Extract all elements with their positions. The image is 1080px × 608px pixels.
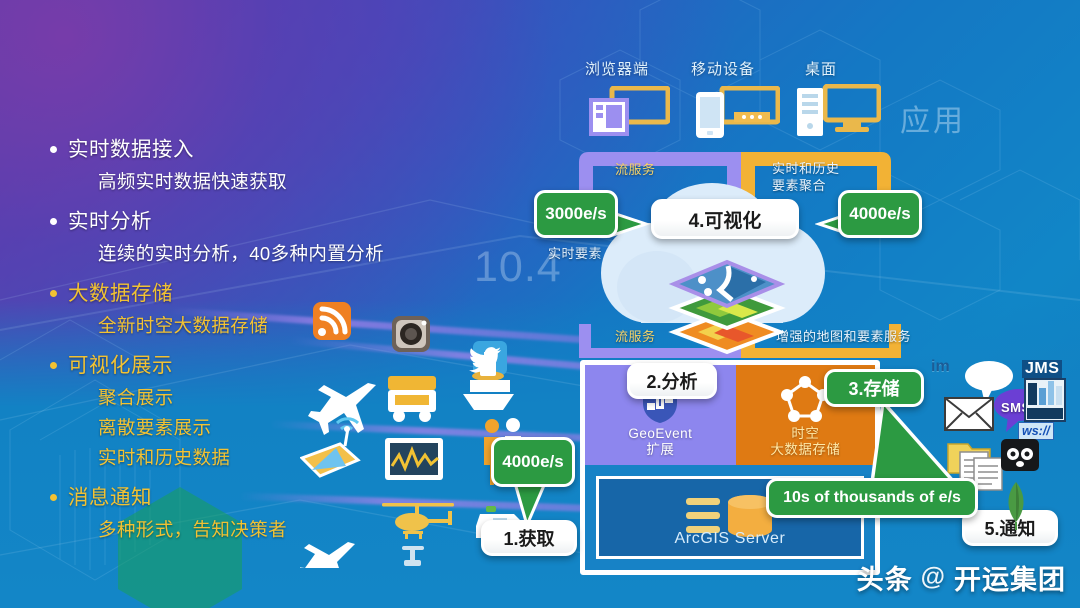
flow-label-top-right: 实时和历史 要素聚合 bbox=[772, 160, 840, 194]
callout-step1: 1.获取 bbox=[481, 520, 577, 556]
feature-heading: 消息通知 bbox=[68, 486, 152, 509]
distributed-store-icon bbox=[781, 376, 830, 422]
flow-label-realtime-feature: 实时要素 bbox=[548, 246, 603, 261]
sms-label: SMS bbox=[1001, 400, 1031, 415]
map-signal-icon bbox=[300, 417, 361, 478]
list-item: 可视化展示 bbox=[50, 350, 480, 381]
bullet-dot-icon bbox=[50, 362, 57, 369]
callout-step5: 5.通知 bbox=[962, 510, 1058, 546]
callout-step2: 2.分析 bbox=[627, 363, 717, 399]
feature-subtext: 多种形式，告知决策者 bbox=[98, 519, 288, 540]
im-label: im bbox=[931, 358, 950, 375]
feature-heading: 实时分析 bbox=[68, 210, 152, 233]
list-item: 实时数据接入 bbox=[50, 134, 480, 165]
feature-subtext: 全新时空大数据存储 bbox=[98, 315, 269, 336]
airplane-icon bbox=[308, 383, 376, 435]
callout-rate-ingest: 4000e/s bbox=[491, 437, 575, 487]
helicopter-icon bbox=[382, 503, 454, 539]
truck-icon bbox=[388, 376, 436, 422]
webcam-icon bbox=[1001, 439, 1039, 471]
device-label-mobile: 移动设备 bbox=[691, 61, 756, 78]
callout-step3-label: 3.存储 bbox=[848, 379, 900, 399]
geoevent-caption: GeoEvent 扩展 bbox=[585, 426, 736, 458]
feature-list: 实时数据接入 高频实时数据快速获取 实时分析 连续的实时分析，40多种内置分析 … bbox=[50, 134, 480, 545]
callout-rate-right-cloud-label: 4000e/s bbox=[849, 204, 911, 223]
watermark: 头条 @ 开运集团 bbox=[857, 558, 1066, 597]
feature-subtext: 实时和历史数据 bbox=[98, 447, 231, 468]
version-watermark: 10.4 bbox=[474, 243, 562, 291]
callout-step1-label: 1.获取 bbox=[503, 529, 555, 549]
mongodb-leaf-icon bbox=[1008, 482, 1024, 530]
bigdata-line2: 大数据存储 bbox=[770, 442, 841, 457]
bigdata-line1: 时空 bbox=[791, 426, 820, 441]
mobile-phone-icon bbox=[696, 86, 780, 138]
feature-subtext: 离散要素展示 bbox=[98, 417, 212, 438]
sensor-chart-icon bbox=[385, 438, 443, 480]
chart-monitor-icon bbox=[1024, 378, 1066, 422]
bullet-dot-icon bbox=[50, 146, 57, 153]
jet-icon bbox=[300, 542, 355, 568]
flow-label-top-left: 流服务 bbox=[615, 162, 656, 177]
arcgis-server-label: ArcGIS Server bbox=[674, 530, 786, 547]
feature-heading: 大数据存储 bbox=[68, 282, 173, 305]
list-item: 消息通知 bbox=[50, 482, 480, 513]
bullet-dot-icon bbox=[50, 290, 57, 297]
callout-rate-storage: 10s of thousands of e/s bbox=[766, 478, 978, 518]
drone-icon bbox=[402, 546, 424, 566]
jms-label: JMS bbox=[1022, 360, 1063, 378]
flow-label-bottom-left: 流服务 bbox=[615, 329, 656, 344]
bullet-dot-icon bbox=[50, 494, 57, 501]
feature-subtext: 聚合展示 bbox=[98, 387, 174, 408]
geoevent-line1: GeoEvent bbox=[628, 426, 693, 441]
watermark-brand: 头条 bbox=[856, 565, 913, 595]
list-item: 大数据存储 bbox=[50, 278, 480, 309]
callout-step3: 3.存储 bbox=[824, 369, 924, 407]
list-item: 实时分析 bbox=[50, 206, 480, 237]
websocket-label: ws:// bbox=[1018, 422, 1054, 440]
feature-heading: 实时数据接入 bbox=[68, 138, 194, 161]
callout-rate-storage-label: 10s of thousands of e/s bbox=[783, 489, 961, 506]
arcgis-server-block: ArcGIS Server bbox=[596, 476, 864, 559]
callout-step5-label: 5.通知 bbox=[984, 519, 1036, 539]
bigdata-store-block: 时空 大数据存储 bbox=[735, 365, 875, 465]
rss-feed-icon bbox=[313, 302, 351, 340]
callout-rate-left-cloud: 3000e/s bbox=[534, 190, 618, 238]
flow-label-bottom-right: 增强的地图和要素服务 bbox=[776, 329, 912, 344]
callout-step4-label: 4.可视化 bbox=[688, 210, 762, 232]
callout-rate-left-cloud-label: 3000e/s bbox=[545, 204, 607, 223]
bullet-dot-icon bbox=[50, 218, 57, 225]
camera-icon bbox=[392, 316, 430, 352]
ship-icon bbox=[463, 352, 514, 410]
watermark-at: @ bbox=[920, 563, 946, 591]
application-watermark: 应用 bbox=[900, 105, 966, 138]
envelope-mail-icon bbox=[944, 397, 994, 431]
feature-subtext: 连续的实时分析，40多种内置分析 bbox=[98, 243, 384, 264]
feature-heading: 可视化展示 bbox=[68, 354, 173, 377]
flow-label-top-right-line1: 实时和历史 bbox=[772, 161, 840, 176]
arcgis-server-icon bbox=[686, 495, 772, 537]
watermark-account: 开运集团 bbox=[954, 565, 1066, 595]
map-layers-icon bbox=[668, 259, 786, 355]
browser-window-icon bbox=[589, 86, 670, 136]
bigdata-caption: 时空 大数据存储 bbox=[736, 426, 875, 458]
callout-step4: 4.可视化 bbox=[651, 199, 799, 239]
device-label-desktop: 桌面 bbox=[805, 61, 838, 78]
callout-step2-label: 2.分析 bbox=[646, 372, 698, 392]
geoevent-line2: 扩展 bbox=[646, 442, 675, 457]
callout-rate-right-cloud: 4000e/s bbox=[838, 190, 922, 238]
feature-subtext: 高频实时数据快速获取 bbox=[98, 171, 288, 192]
desktop-computer-icon bbox=[797, 84, 881, 136]
callout-rate-ingest-label: 4000e/s bbox=[502, 452, 564, 471]
flow-label-top-right-line2: 要素聚合 bbox=[772, 178, 827, 193]
device-label-browser: 浏览器端 bbox=[585, 61, 650, 78]
